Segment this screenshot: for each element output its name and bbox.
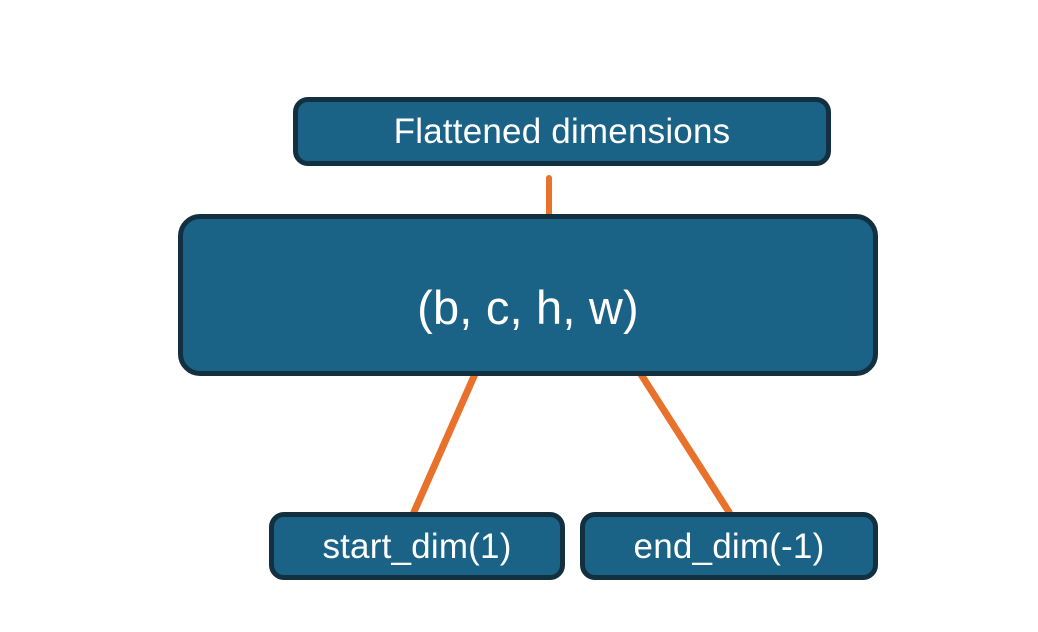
start-dim-label: start_dim(1) [322, 526, 512, 566]
end-dim-node[interactable]: end_dim(-1) [580, 512, 878, 580]
flattened-dimensions-label: Flattened dimensions [393, 112, 731, 151]
end-dim-label: end_dim(-1) [633, 526, 825, 566]
start-dim-node[interactable]: start_dim(1) [269, 512, 565, 580]
tensor-shape-label: (b, c, h, w) [417, 280, 639, 334]
flattened-dimensions-node[interactable]: Flattened dimensions [293, 97, 831, 166]
tensor-shape-node[interactable]: (b, c, h, w) [178, 214, 878, 376]
